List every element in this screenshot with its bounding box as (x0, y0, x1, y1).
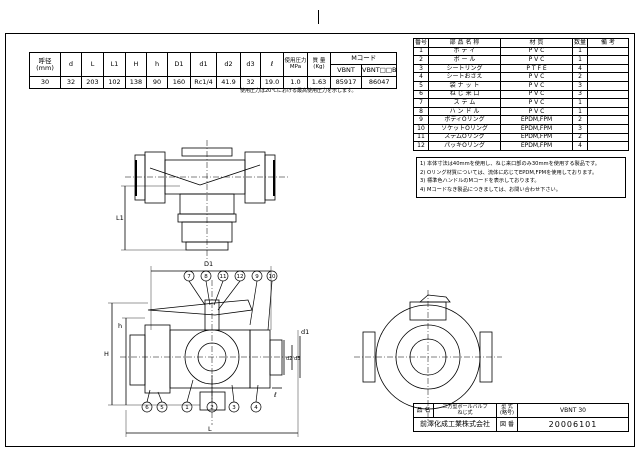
spec-header-D1: D1 (167, 52, 191, 77)
top-view (121, 140, 290, 262)
parts-cell (587, 141, 629, 151)
spec-note: 使用圧力は20℃における最高使用圧力を示します。 (240, 88, 357, 94)
dim-H: H (104, 350, 109, 358)
callout-6: 6 (145, 405, 149, 411)
spec-cell: 32 (60, 76, 82, 89)
dim-L: L (208, 425, 212, 433)
callout-2: 2 (210, 405, 214, 411)
dim-D1: D1 (204, 260, 213, 268)
dim-d3: d3 (294, 356, 300, 362)
title-drawing-number: 20006101 (517, 417, 629, 432)
callout-5: 5 (160, 405, 164, 411)
dim-d2: d2 (286, 356, 292, 362)
callout-9: 9 (255, 274, 259, 280)
callout-12: 12 (237, 274, 244, 280)
spec-cell: 86047 (360, 76, 398, 89)
callout-1: 1 (185, 405, 189, 411)
spec-cell: Rc1/4 (190, 76, 217, 89)
callout-4: 4 (254, 405, 258, 411)
title-block: 品 名 三方型ボールバルブ ねじ式 型 式 (略号) VBNT 30 前澤化成工… (413, 403, 629, 432)
callout-11: 11 (220, 274, 227, 280)
spec-header-mass: 質 量 (Kg) (307, 52, 331, 77)
front-view (108, 266, 301, 437)
note-line: 3) 標準色ハンドルのMコードを表示しております。 (420, 178, 540, 185)
note-line: 2) Oリング材質については、流体に応じてEPDM,FPMを使用しております。 (420, 169, 598, 176)
spec-cell: 160 (167, 76, 191, 89)
callouts (141, 270, 278, 413)
dim-l: ℓ (274, 391, 277, 399)
callout-7: 7 (187, 274, 191, 280)
note-line: 1) 本体寸法は40mmを使用し、ねじ来口部のみ30mmを使用する製品です。 (420, 161, 600, 167)
note-line: 4) Mコードなき製品につきましては、お問い合わせ下さい。 (420, 187, 561, 194)
callout-8: 8 (204, 274, 208, 280)
callout-10: 10 (269, 274, 276, 280)
dim-h: h (118, 322, 122, 330)
spec-table: 呼径 (mm) d L L1 H h D1 d1 d2 d3 ℓ 使用圧力 MP… (29, 52, 398, 89)
notes-box: 1) 本体寸法は40mmを使用し、ねじ来口部のみ30mmを使用する製品です。 2… (416, 157, 626, 198)
drawing-frame (5, 33, 635, 447)
dim-d1: d1 (301, 328, 309, 336)
callout-3: 3 (232, 405, 236, 411)
spec-cell: 102 (103, 76, 126, 89)
sheet-center-mark (318, 10, 319, 24)
dim-L1: L1 (116, 214, 124, 222)
title-company: 前澤化成工業株式会社 (413, 417, 497, 432)
side-view (354, 290, 502, 420)
